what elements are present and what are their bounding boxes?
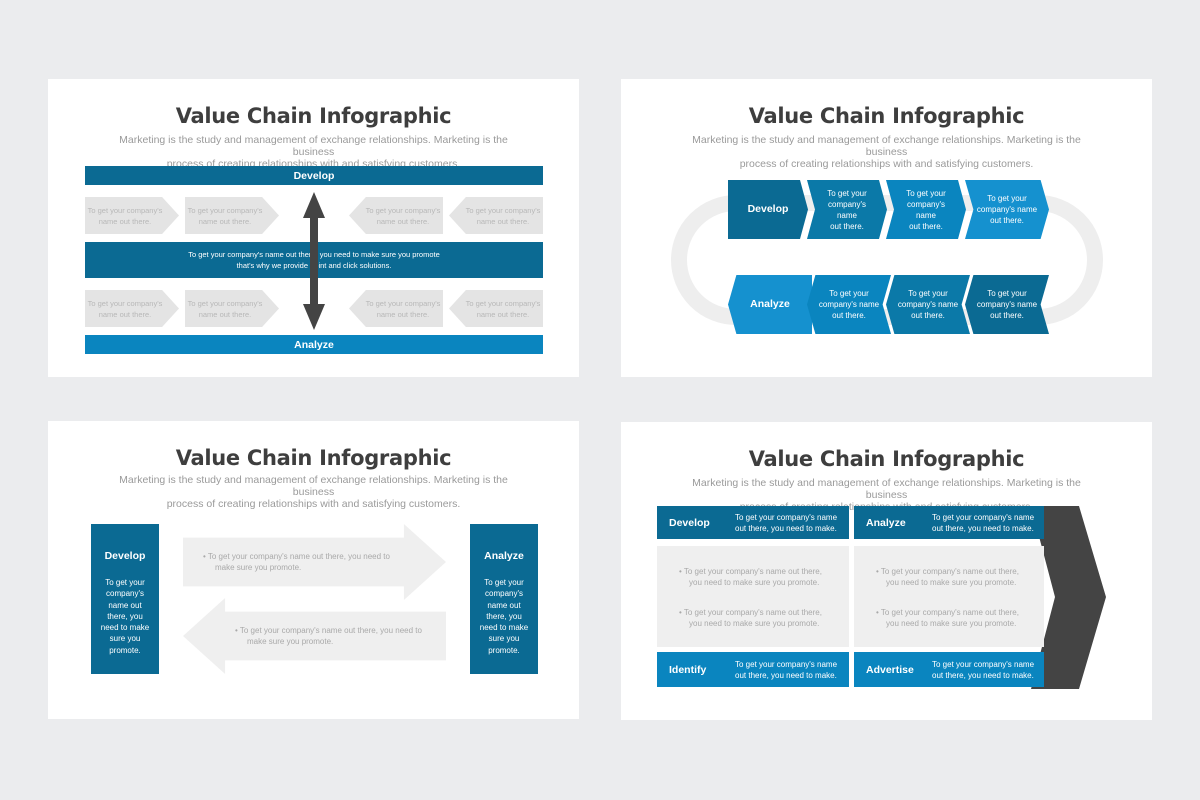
- loop-track: [671, 195, 1103, 325]
- slide-title: Value Chain Infographic: [748, 447, 1025, 471]
- slide-1: Value Chain Infographic Marketing is the…: [48, 79, 579, 377]
- left-arrow: • To get your company's name out there, …: [183, 598, 446, 674]
- big-chevron-shape: [1031, 506, 1106, 689]
- slide-2: Value Chain Infographic Marketing is the…: [621, 79, 1152, 377]
- list-item: • To get your company's name out there,y…: [876, 608, 1019, 628]
- bullet-panel: • To get your company's name out there,y…: [854, 546, 1044, 647]
- chevron-develop: Develop: [728, 180, 808, 239]
- slide-3: Value Chain Infographic Marketing is the…: [48, 421, 579, 719]
- slide-title: Value Chain Infographic: [175, 446, 452, 470]
- slide-title: Value Chain Infographic: [748, 104, 1025, 128]
- right-arrow: • To get your company's name out there, …: [183, 524, 446, 600]
- list-item: • To get your company's name out there,y…: [679, 608, 822, 628]
- list-item: • To get your company's name out there,y…: [679, 567, 822, 587]
- chevron-analyze: Analyze: [728, 275, 812, 334]
- develop-bar: Develop: [85, 166, 543, 185]
- analyze-bar: Analyze: [85, 335, 543, 354]
- slide-subtitle: Marketing is the study and management of…: [119, 134, 508, 170]
- double-arrow-icon: [303, 192, 325, 330]
- slide-subtitle: Marketing is the study and management of…: [692, 134, 1081, 170]
- slide-4: Value Chain Infographic Marketing is the…: [621, 422, 1152, 720]
- slide-title: Value Chain Infographic: [175, 104, 452, 128]
- list-item: • To get your company's name out there,y…: [876, 567, 1019, 587]
- slide-subtitle: Marketing is the study and management of…: [119, 474, 508, 510]
- bullet-panel: • To get your company's name out there,y…: [657, 546, 849, 647]
